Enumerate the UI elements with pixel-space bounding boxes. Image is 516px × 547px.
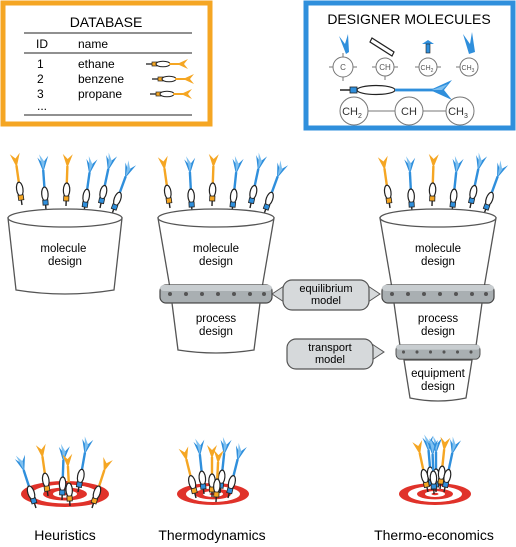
shaft-icon: [369, 37, 395, 57]
chain-ch3-label: CH3: [448, 106, 468, 120]
database-col-name: name: [78, 37, 108, 51]
group-c-fragment: C: [329, 34, 357, 81]
chain-ch3-circle: [445, 96, 475, 126]
database-row-id: 2: [37, 72, 44, 86]
group-ch3-label: CH3: [462, 65, 475, 74]
blue-feather-icon: [339, 34, 349, 54]
blue-flight-icon: [463, 32, 475, 54]
database-title: DATABASE: [70, 14, 143, 30]
dart-bundle-left: [9, 151, 138, 217]
designer-molecules-panel: DESIGNER MOLECULES C CH CH2 CH: [303, 0, 516, 131]
group-ch3-fragment: CH3: [456, 32, 479, 77]
blue-tip-icon: [422, 40, 434, 44]
thermodynamics-label: Thermodynamics: [158, 527, 265, 543]
chain-ch2-circle: [339, 96, 369, 126]
database-panel: DATABASE ID name 1 ethane 2 benzene 3 pr…: [0, 0, 213, 127]
chain-ch-label: CH: [401, 106, 417, 118]
thermo-economics-label: Thermo-economics: [374, 527, 494, 543]
group-ch2-fragment: CH2: [415, 40, 441, 77]
database-col-id: ID: [36, 37, 48, 51]
database-row-name: propane: [78, 87, 122, 101]
database-row-id: 3: [37, 87, 44, 101]
group-c-label: C: [340, 63, 346, 72]
database-ellipsis: ...: [37, 99, 47, 113]
group-ch2-label: CH2: [421, 65, 434, 74]
flange-ring: [381, 284, 495, 304]
database-row-name: benzene: [78, 72, 124, 86]
group-ch-fragment: CH: [369, 37, 398, 80]
designer-title: DESIGNER MOLECULES: [327, 11, 490, 27]
chain-ch-circle: [394, 96, 424, 126]
molecule-chain: CH2 CH CH3: [339, 96, 475, 126]
target-thermo-economics: [399, 483, 471, 505]
database-row-id: 1: [37, 57, 44, 71]
bucket-label-text: molecule: [40, 243, 86, 255]
heuristics-label: Heuristics: [34, 527, 95, 543]
assembled-dart-icon: [340, 80, 452, 100]
heuristics-column: molecule design Heuristics: [7, 151, 138, 543]
database-row: 2 benzene: [37, 72, 195, 86]
molecule-design-bucket: molecule design: [7, 208, 123, 295]
dart-bundle-middle: [157, 151, 290, 217]
dart-bundle-right: [377, 151, 510, 217]
flange-ring: [159, 284, 273, 304]
chain-ch2-label: CH2: [342, 106, 362, 120]
database-row: 1 ethane: [37, 57, 189, 71]
flange-ring: [395, 344, 481, 360]
database-row: 3 propane: [37, 87, 193, 101]
molecule-design-label: molecule design: [40, 243, 89, 268]
group-ch-label: CH: [379, 63, 391, 72]
database-row-name: ethane: [78, 57, 115, 71]
